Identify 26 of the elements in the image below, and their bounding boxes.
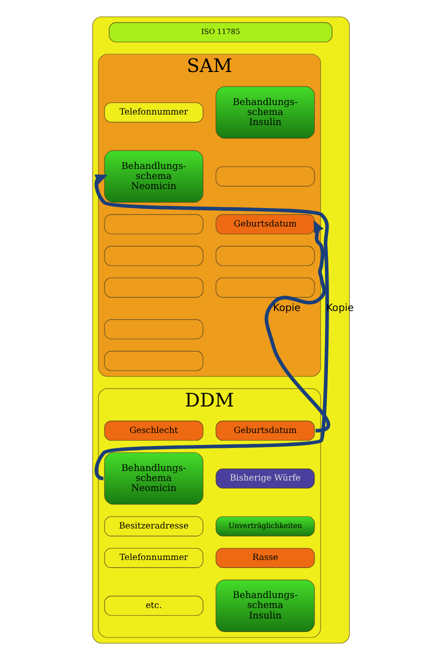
node-box: Behandlungs- schema Neomicin [104, 452, 203, 505]
node-box [104, 350, 203, 371]
node-box: etc. [104, 596, 203, 616]
node-box: Rasse [215, 548, 314, 568]
arrow [94, 174, 328, 480]
node-box: Behandlungs- schema Neomicin [104, 150, 203, 203]
node-box [215, 166, 314, 186]
node-box [215, 278, 314, 298]
node-box: Geburtsdatum [215, 420, 314, 441]
node-box: Geburtsdatum [215, 214, 314, 234]
node-box [104, 246, 203, 266]
node-box: Besitzeradresse [104, 516, 203, 536]
edge-label: Kopie [272, 303, 300, 314]
node-box [104, 319, 203, 340]
node-box [104, 214, 203, 234]
node-box: Telefonnummer [104, 548, 203, 568]
node-box [104, 278, 203, 298]
node-box: ISO 11785 [108, 22, 332, 42]
arrow [264, 220, 330, 432]
node-box: Behandlungs- schema Insulin [215, 580, 314, 632]
node-box: Geschlecht [104, 420, 203, 441]
node-box: Unverträglichkeiten [215, 516, 314, 536]
node-box: Bisherige Würfe [215, 468, 314, 488]
node-box: Behandlungs- schema Insulin [215, 86, 314, 139]
node-box [215, 246, 314, 266]
node-box: Telefonnummer [104, 102, 203, 122]
